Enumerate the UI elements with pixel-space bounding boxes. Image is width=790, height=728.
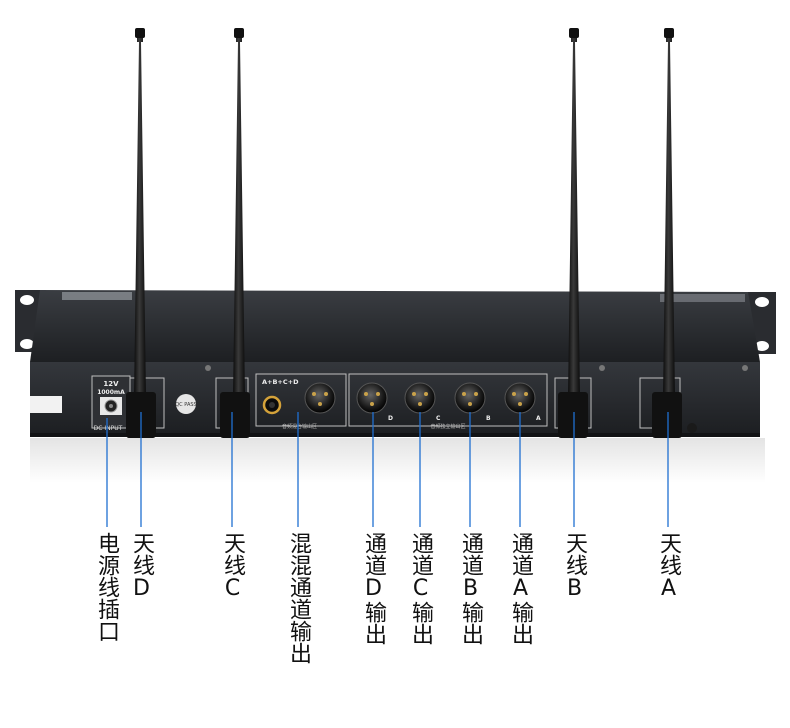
xlr-letter-a: A <box>536 415 541 422</box>
callout-label-out-b: 通道B输出 <box>458 532 483 645</box>
callout-label-antenna-d: 天线D <box>129 532 154 601</box>
callout-label-out-c: 通道C输出 <box>408 532 433 645</box>
power-voltage-text: 12V <box>103 380 119 388</box>
dc-input-text: DC INPUT <box>94 425 123 432</box>
mix-xlr-jack[interactable] <box>304 382 336 414</box>
callout-label-out-a: 通道A输出 <box>508 532 533 645</box>
independent-output-panel <box>348 373 548 427</box>
callout-label-power: 电源线插口 <box>94 532 119 642</box>
callout-label-antenna-c: 天线C <box>220 532 245 601</box>
xlr-jack-d[interactable] <box>356 382 388 414</box>
callout-label-out-d: 通道D输出 <box>361 532 386 645</box>
mix-output-panel <box>255 373 347 427</box>
xlr-letter-d: D <box>388 415 393 422</box>
xlr-jack-a[interactable] <box>504 382 536 414</box>
xlr-jack-b[interactable] <box>454 382 486 414</box>
power-current-text: 1000mA <box>97 389 125 396</box>
mix-zone-text: 音频混合输出区 <box>282 423 317 430</box>
xlr-jack-c[interactable] <box>404 382 436 414</box>
svg-text:QC PASS: QC PASS <box>175 402 196 408</box>
callout-label-mix-out: 混混通道输出 <box>286 532 311 664</box>
serial-sticker <box>30 396 62 413</box>
callout-label-antenna-a: 天线A <box>656 532 681 601</box>
independent-zone-text: 音频独立输出区 <box>430 423 465 430</box>
floor-reflection <box>30 438 765 483</box>
antenna-c-icon <box>220 28 250 438</box>
xlr-letter-c: C <box>436 415 441 422</box>
qc-sticker <box>176 394 196 414</box>
callout-label-antenna-b: 天线B <box>562 532 587 601</box>
callout-lines <box>106 412 669 527</box>
antenna-b-icon <box>558 28 588 438</box>
antenna-a-icon <box>652 28 682 438</box>
xlr-letter-b: B <box>486 415 491 422</box>
mix-label-text: A+B+C+D <box>262 378 299 386</box>
